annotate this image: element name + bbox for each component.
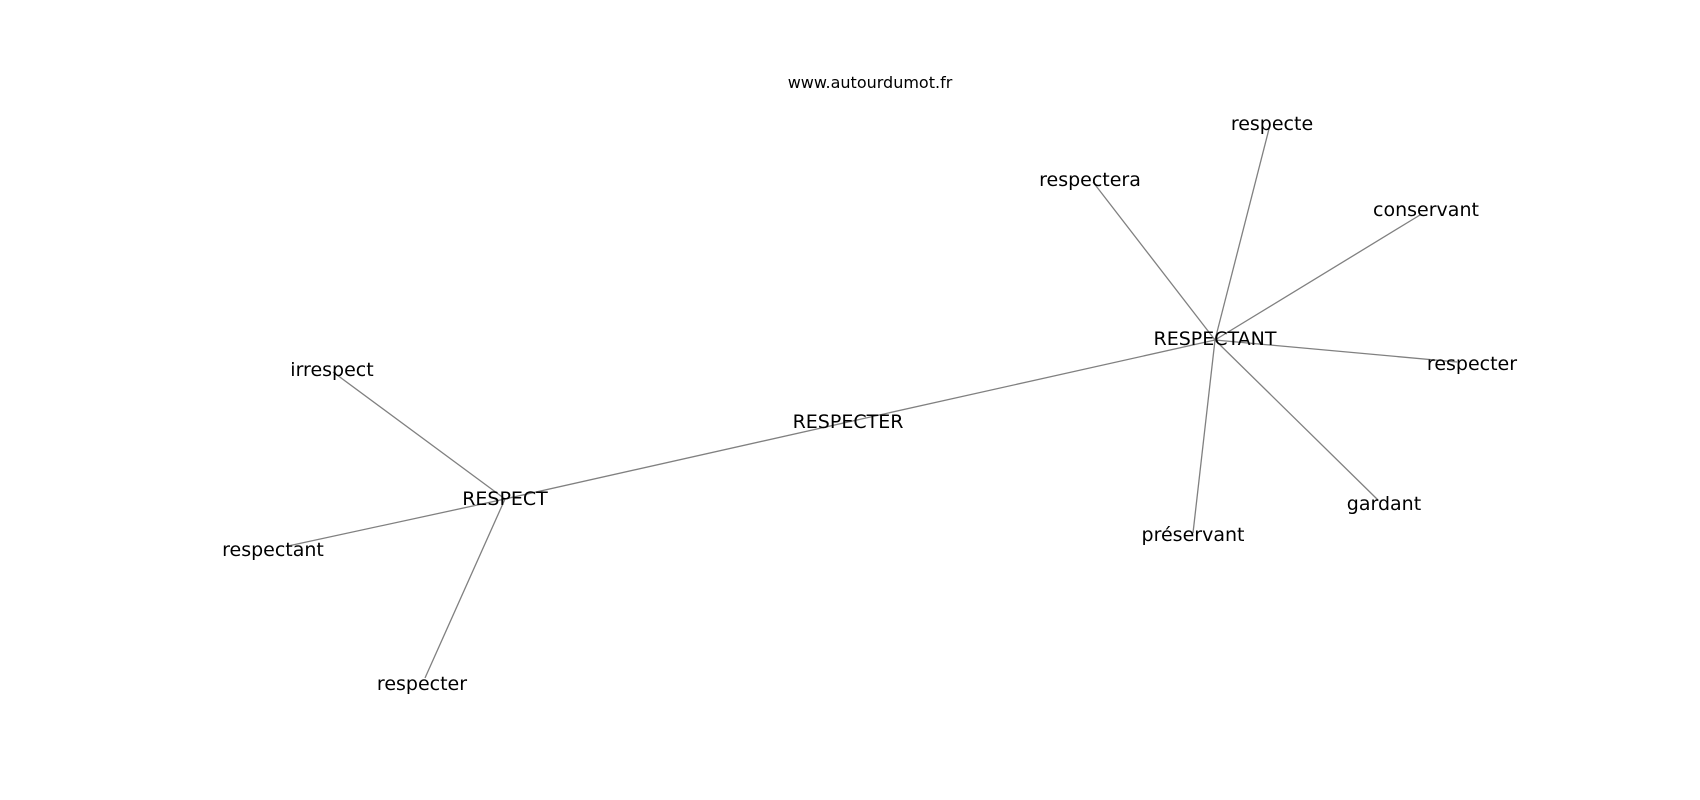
- node-label-respecte: respecte: [1231, 113, 1313, 135]
- node-label-respecter-right: respecter: [1427, 353, 1517, 375]
- edge-respectant_hub-gardant: [1214, 339, 1379, 501]
- node-label-irrespect: irrespect: [290, 359, 373, 381]
- node-label-respect: RESPECT: [462, 488, 548, 510]
- edge-respectant_hub-conservant: [1214, 214, 1421, 341]
- nodes-layer: RESPECTER RESPECT RESPECTANT irrespect respe…: [222, 113, 1517, 695]
- node-label-gardant: gardant: [1347, 493, 1421, 515]
- node-label-preservant: préservant: [1142, 524, 1245, 546]
- node-label-respecter-center: RESPECTER: [793, 411, 904, 433]
- edges-layer: [287, 124, 1458, 679]
- edge-respect-respectant_leaf: [287, 498, 506, 547]
- edge-respect-respecter_left: [424, 498, 506, 679]
- edge-respect-respecter_center: [504, 421, 849, 500]
- node-label-conservant: conservant: [1373, 199, 1479, 221]
- edge-respectant_hub-respectera: [1092, 181, 1216, 341]
- node-label-respectant-hub: RESPECTANT: [1154, 328, 1277, 350]
- node-label-respecter-left: respecter: [377, 673, 467, 695]
- edge-respecter_center-respectant_hub: [847, 339, 1216, 423]
- edge-respectant_hub-respecte: [1214, 124, 1271, 341]
- node-label-respectera: respectera: [1039, 169, 1141, 191]
- edge-respectant_hub-preservant: [1192, 339, 1216, 534]
- site-url-label: www.autourdumot.fr: [788, 73, 953, 92]
- node-label-respectant-leaf: respectant: [222, 539, 324, 561]
- edge-respect-irrespect: [332, 371, 506, 500]
- edge-respectant_hub-respecter_right: [1214, 339, 1458, 363]
